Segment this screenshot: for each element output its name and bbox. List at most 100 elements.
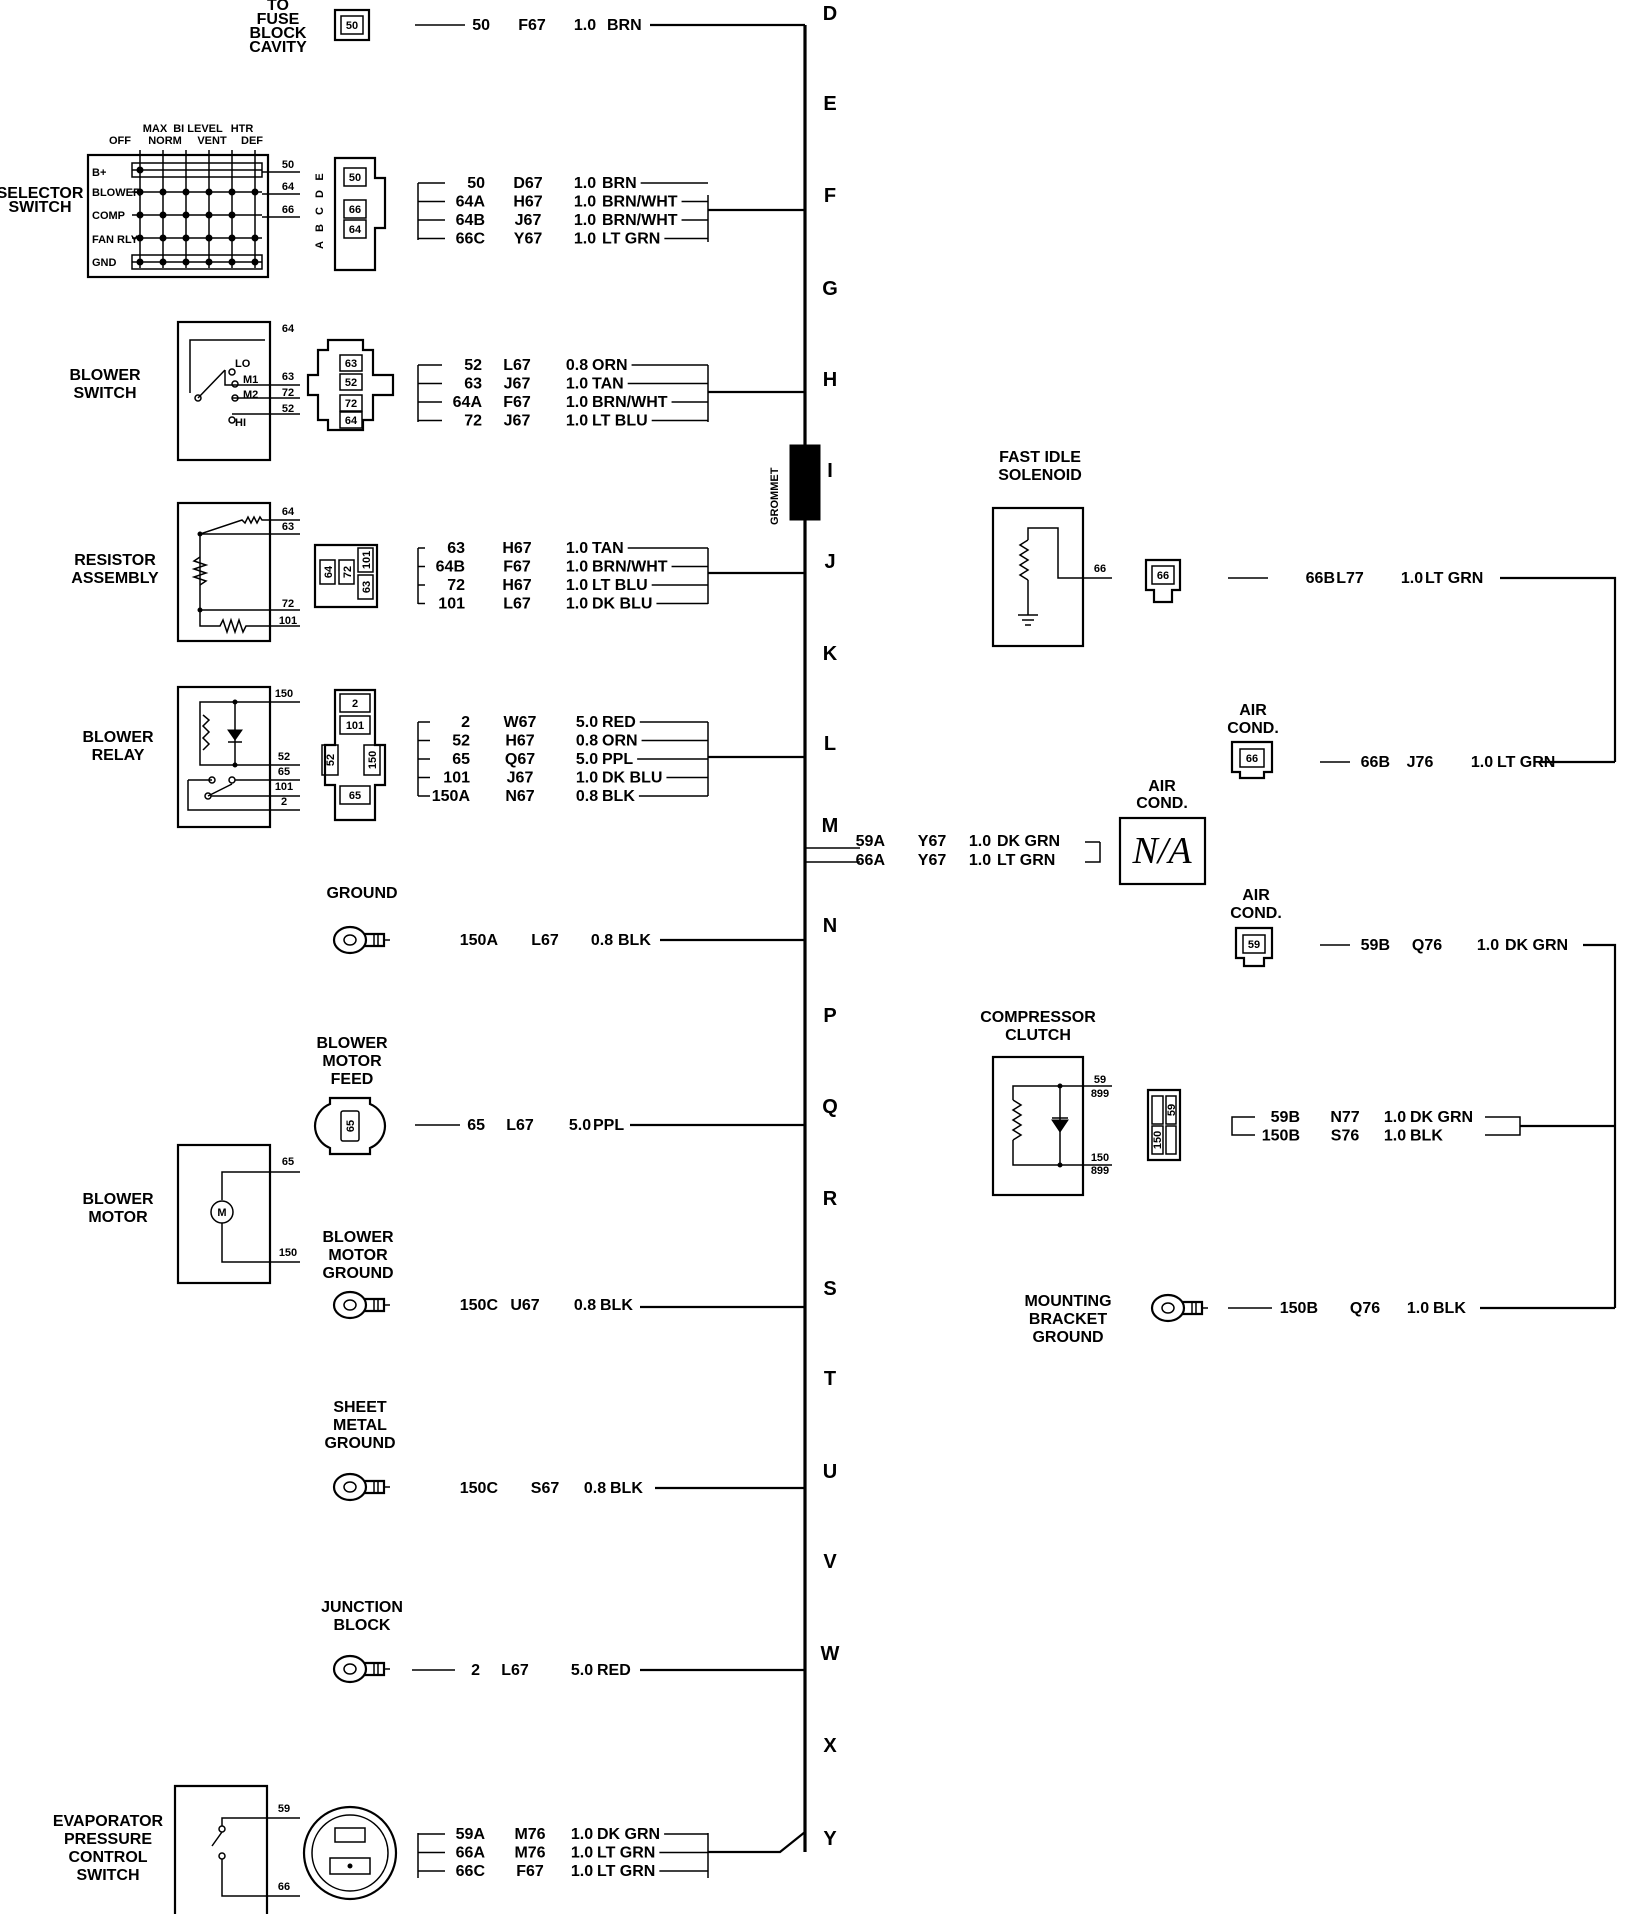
cc-pin-899b: 899 bbox=[1091, 1165, 1109, 1177]
cavity-d: D bbox=[314, 190, 326, 198]
wire-location: J67 bbox=[515, 212, 542, 229]
fuse-connector bbox=[333, 8, 371, 42]
wire-gauge: 1.0 bbox=[1471, 754, 1493, 771]
wire-location: H67 bbox=[502, 540, 531, 557]
res-conn-64: 64 bbox=[323, 565, 335, 578]
wire-location: L67 bbox=[501, 1662, 529, 1679]
wire-location: M76 bbox=[514, 1826, 545, 1843]
relay-pin-2: 2 bbox=[281, 796, 287, 808]
wire-gauge: 1.0 bbox=[566, 559, 588, 576]
sel-conn-64: 64 bbox=[349, 224, 362, 236]
bus-letter-m: M bbox=[822, 815, 839, 837]
evap-label-3: CONTROL bbox=[68, 1849, 147, 1866]
wire-color: RED bbox=[597, 1662, 631, 1679]
wire-location: Q76 bbox=[1412, 937, 1442, 954]
fuse-label-2: FUSE bbox=[257, 11, 300, 28]
wire-circuit: 66A bbox=[456, 1845, 486, 1862]
ac-na-label-2: COND. bbox=[1136, 795, 1188, 812]
bus-letter-r: R bbox=[823, 1188, 838, 1210]
wire-circuit: 64A bbox=[453, 394, 483, 411]
cc-pin-899a: 899 bbox=[1091, 1088, 1109, 1100]
wire-circuit: 72 bbox=[447, 577, 465, 594]
row-blower: BLOWER bbox=[92, 187, 141, 199]
wire-location: F67 bbox=[503, 559, 531, 576]
wire-gauge: 0.8 bbox=[574, 1297, 596, 1314]
sheet-metal-ground: SHEET METAL GROUND bbox=[324, 1399, 805, 1490]
wire-circuit: 59A bbox=[456, 1826, 486, 1843]
wire-location: Q76 bbox=[1350, 1300, 1380, 1317]
wire-circuit: 101 bbox=[438, 596, 465, 613]
fis-label-1: FAST IDLE bbox=[999, 449, 1081, 466]
bracket-eyelet-icon bbox=[1150, 1293, 1208, 1323]
mground-label-2: MOTOR bbox=[328, 1247, 388, 1264]
pos-max: MAX bbox=[143, 123, 168, 135]
relay-conn-65: 65 bbox=[349, 790, 361, 802]
motor-symbol: M bbox=[217, 1207, 226, 1219]
wire-location: L67 bbox=[503, 596, 531, 613]
wire-color: ORN bbox=[592, 357, 628, 374]
sel-conn-66: 66 bbox=[349, 204, 361, 216]
wire-color: BLK bbox=[618, 932, 651, 949]
row-bplus: B+ bbox=[92, 167, 106, 179]
bus-letter-w: W bbox=[821, 1643, 840, 1665]
wire-circuit: 150C bbox=[460, 1480, 499, 1497]
wire-color: BLK bbox=[602, 788, 635, 805]
cc-label-1: COMPRESSOR bbox=[980, 1009, 1096, 1026]
cavity-c: C bbox=[314, 207, 326, 215]
mounting-bracket-ground: MOUNTING BRACKET GROUND bbox=[1024, 1293, 1615, 1346]
wire-location: J76 bbox=[1407, 754, 1434, 771]
wire-color: RED bbox=[602, 714, 636, 731]
wire-color: BRN/WHT bbox=[592, 559, 668, 576]
bus-letter-s: S bbox=[823, 1278, 836, 1300]
cc-pin-150: 150 bbox=[1091, 1152, 1109, 1164]
wire-color: BRN/WHT bbox=[602, 212, 678, 229]
wire-gauge: 1.0 bbox=[566, 540, 588, 557]
wire-circuit: 150A bbox=[432, 788, 471, 805]
wire-gauge: 0.8 bbox=[584, 1480, 606, 1497]
wire-color: BLK bbox=[610, 1480, 643, 1497]
cc-box bbox=[991, 1055, 1085, 1197]
feed-connector bbox=[313, 1096, 387, 1156]
fuse-label-3: BLOCK bbox=[250, 25, 307, 42]
wire-color: BLK bbox=[1433, 1300, 1466, 1317]
wire-gauge: 1.0 bbox=[571, 1845, 593, 1862]
relay-box bbox=[176, 685, 272, 829]
res-pin-72: 72 bbox=[282, 598, 294, 610]
wire-location: L67 bbox=[503, 357, 531, 374]
wire-color: BRN/WHT bbox=[602, 194, 678, 211]
wire-gauge: 5.0 bbox=[576, 751, 598, 768]
m-branch: AIR COND. N/A bbox=[804, 778, 1207, 886]
bsw-conn-64: 64 bbox=[345, 415, 358, 427]
res-conn-101: 101 bbox=[361, 551, 373, 569]
wire-circuit: 72 bbox=[464, 413, 482, 430]
bsw-pos-m2: M2 bbox=[243, 389, 258, 401]
pos-off: OFF bbox=[109, 135, 131, 147]
wire-circuit: 63 bbox=[447, 540, 465, 557]
bus-letter-h: H bbox=[823, 369, 837, 391]
relay-pin-52: 52 bbox=[278, 751, 290, 763]
fis-connector bbox=[1144, 558, 1182, 604]
wire-location: Y67 bbox=[918, 852, 947, 869]
blower-switch: BLOWER SWITCH 64 63 72 52 LO M1 M2 HI 63… bbox=[69, 320, 805, 462]
wire-color: BLK bbox=[600, 1297, 633, 1314]
blower-motor-feed: BLOWER MOTOR FEED 65 bbox=[313, 1035, 805, 1156]
fuse-label-4: CAVITY bbox=[249, 39, 307, 56]
pos-vent: VENT bbox=[197, 135, 227, 147]
fast-idle-solenoid: FAST IDLE SOLENOID 66 66 bbox=[991, 449, 1617, 762]
relay-conn-2: 2 bbox=[352, 698, 358, 710]
wire-circuit: 50 bbox=[467, 175, 485, 192]
mground-label-1: BLOWER bbox=[322, 1229, 394, 1246]
resistor-assembly: RESISTOR ASSEMBLY 64 63 72 101 64 72 101… bbox=[71, 501, 805, 643]
wire-color: BLK bbox=[1410, 1128, 1443, 1145]
wire-gauge: 1.0 bbox=[574, 231, 596, 248]
sel-conn-50: 50 bbox=[349, 172, 361, 184]
